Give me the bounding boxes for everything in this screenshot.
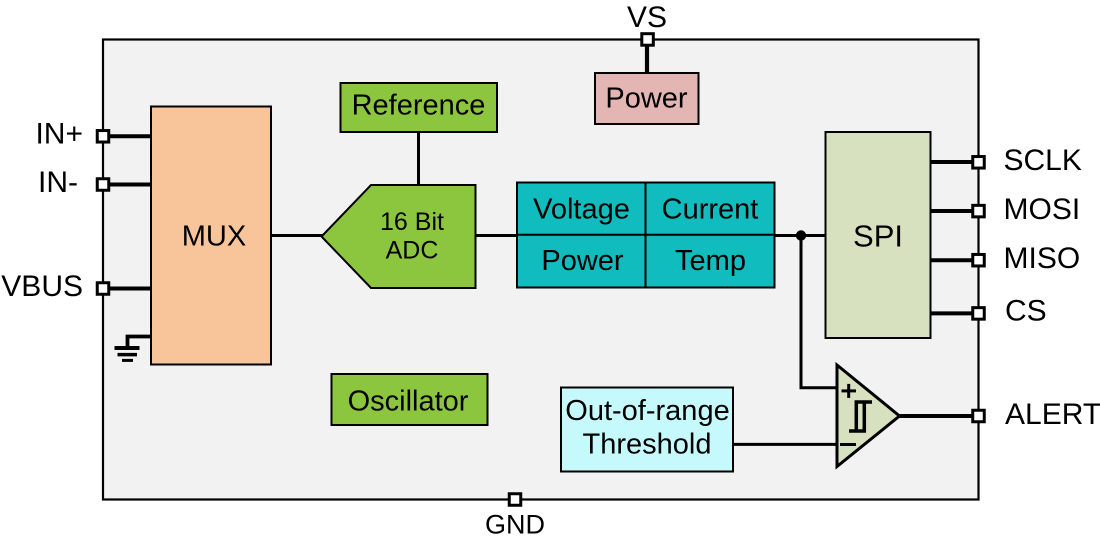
- svg-text:IN-: IN-: [38, 166, 78, 199]
- svg-text:SPI: SPI: [853, 219, 903, 254]
- svg-text:MUX: MUX: [182, 221, 246, 253]
- svg-text:Power: Power: [605, 83, 688, 115]
- svg-text:Voltage: Voltage: [533, 194, 630, 226]
- svg-text:Threshold: Threshold: [583, 429, 712, 461]
- svg-text:Out-of-range: Out-of-range: [565, 395, 729, 427]
- svg-text:Oscillator: Oscillator: [348, 386, 469, 418]
- svg-text:ADC: ADC: [386, 237, 439, 265]
- svg-text:Temp: Temp: [675, 245, 746, 277]
- svg-text:VBUS: VBUS: [1, 270, 83, 303]
- svg-text:ALERT: ALERT: [1005, 398, 1100, 431]
- svg-text:Power: Power: [541, 245, 624, 277]
- svg-text:CS: CS: [1005, 295, 1047, 328]
- svg-text:SCLK: SCLK: [1004, 144, 1082, 177]
- svg-text:Reference: Reference: [352, 90, 486, 122]
- svg-text:MISO: MISO: [1004, 242, 1081, 275]
- svg-text:VS: VS: [627, 1, 667, 34]
- svg-text:Current: Current: [662, 194, 759, 226]
- svg-text:MOSI: MOSI: [1004, 193, 1081, 226]
- svg-text:GND: GND: [485, 510, 545, 539]
- svg-text:IN+: IN+: [35, 118, 83, 151]
- svg-text:16 Bit: 16 Bit: [380, 208, 444, 236]
